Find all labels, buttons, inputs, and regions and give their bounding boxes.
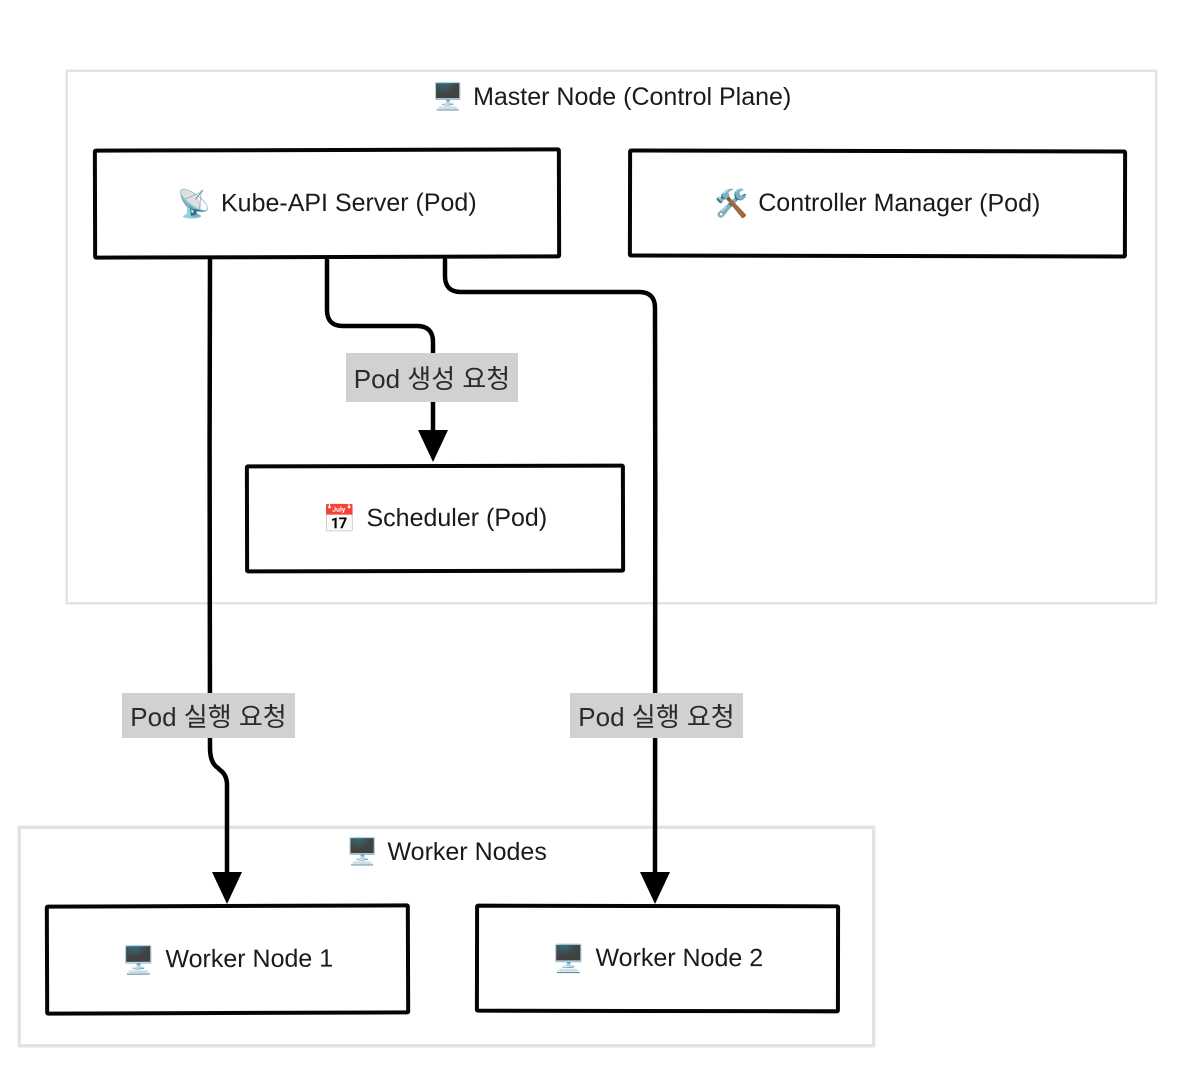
edge-api-to-worker2-arrowhead (640, 872, 670, 904)
node-kube-api-server-label: Kube-API Server (Pod) (220, 188, 477, 218)
edge-api-to-worker1 (207, 257, 230, 878)
desktop-computer-icon: 🖥️ (346, 836, 379, 866)
hammer-and-wrench-icon: 🛠️ (714, 188, 749, 219)
node-kube-api-server: 📡 Kube-API Server (Pod) (92, 147, 562, 260)
calendar-icon: 📅 (322, 503, 357, 534)
edge-label-pod-run-request-1: Pod 실행 요청 (122, 693, 295, 738)
node-controller-manager-label: Controller Manager (Pod) (758, 188, 1041, 218)
edge-api-to-scheduler (324, 257, 436, 436)
node-worker-node-1-label: Worker Node 1 (165, 944, 334, 974)
cluster-master-title-text: Master Node (Control Plane) (473, 83, 792, 111)
edge-api-to-worker1-arrowhead (212, 872, 242, 904)
edge-label-pod-run-request-2: Pod 실행 요청 (570, 693, 743, 738)
desktop-computer-icon: 🖥️ (121, 944, 156, 975)
node-scheduler-label: Scheduler (Pod) (366, 503, 548, 533)
edge-api-to-scheduler-arrowhead (418, 430, 448, 462)
desktop-computer-icon: 🖥️ (551, 943, 586, 974)
desktop-computer-icon: 🖥️ (431, 81, 465, 111)
node-worker-node-2: 🖥️ Worker Node 2 (474, 903, 841, 1014)
node-controller-manager: 🛠️ Controller Manager (Pod) (627, 148, 1128, 259)
satellite-antenna-icon: 📡 (177, 188, 212, 219)
edge-label-pod-create-request: Pod 생성 요청 (346, 353, 518, 402)
cluster-worker-title-text: Worker Nodes (387, 838, 547, 866)
node-scheduler: 📅 Scheduler (Pod) (244, 463, 626, 574)
cluster-master-title: 🖥️ Master Node (Control Plane) (68, 81, 1155, 112)
cluster-worker-title: 🖥️ Worker Nodes (21, 836, 872, 867)
node-worker-node-2-label: Worker Node 2 (595, 943, 764, 973)
node-worker-node-1: 🖥️ Worker Node 1 (44, 903, 411, 1016)
